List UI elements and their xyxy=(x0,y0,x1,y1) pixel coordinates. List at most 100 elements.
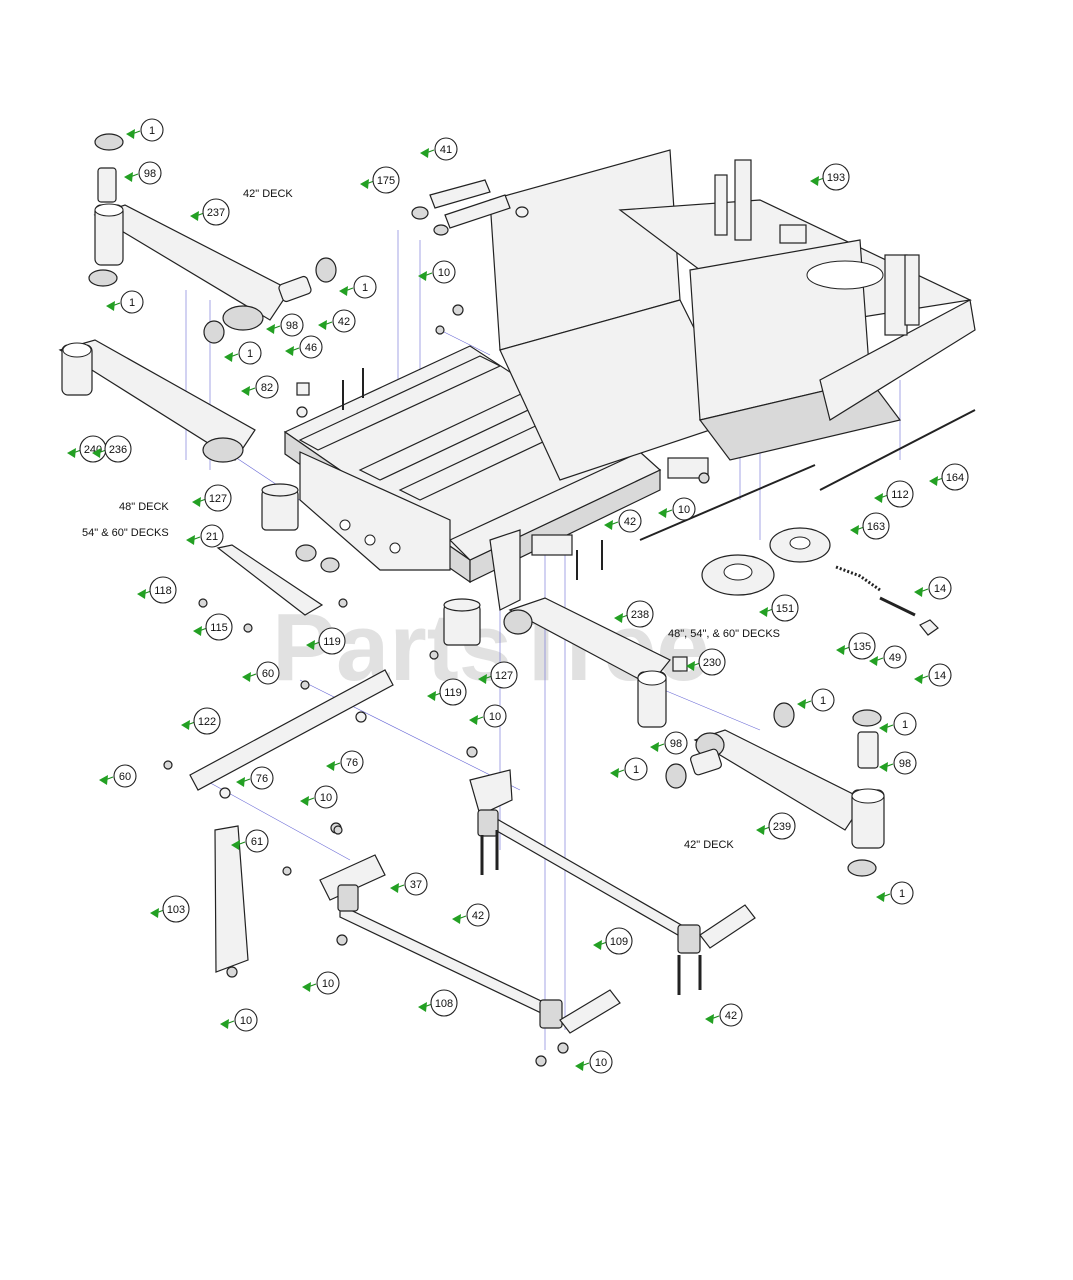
callout-circle xyxy=(318,627,346,655)
callout-arrow-icon xyxy=(67,448,76,458)
callout-number: 10 xyxy=(322,978,334,990)
callout-circle xyxy=(204,484,232,512)
callout-arrow-icon xyxy=(427,691,436,701)
callout-number: 175 xyxy=(377,175,395,187)
callout-42: 42 xyxy=(452,903,490,927)
callout-arrow-icon xyxy=(469,715,478,725)
callout-circle xyxy=(314,785,338,809)
callout-arrow-icon xyxy=(285,346,294,356)
callout-circle xyxy=(698,648,726,676)
callout-number: 1 xyxy=(820,695,826,707)
callout-number: 98 xyxy=(286,320,298,332)
callout-circle xyxy=(605,927,633,955)
callout-circle xyxy=(120,290,144,314)
callout-arrow-icon xyxy=(759,607,768,617)
callout-number: 1 xyxy=(902,719,908,731)
callout-number: 164 xyxy=(946,472,964,484)
callout-number: 10 xyxy=(489,711,501,723)
callout-193: 193 xyxy=(810,163,850,191)
callout-10: 10 xyxy=(220,1008,258,1032)
callout-arrow-icon xyxy=(339,286,348,296)
callout-circle xyxy=(811,688,835,712)
callout-circle xyxy=(439,678,467,706)
callout-number: 76 xyxy=(346,757,358,769)
callout-arrow-icon xyxy=(266,324,275,334)
callout-arrow-icon xyxy=(137,589,146,599)
callout-arrow-icon xyxy=(224,352,233,362)
callout-circle xyxy=(138,161,162,185)
callout-arrow-icon xyxy=(326,761,335,771)
callout-number: 1 xyxy=(129,297,135,309)
callout-circle xyxy=(768,812,796,840)
callout-circle xyxy=(890,881,914,905)
callout-1: 1 xyxy=(126,118,164,142)
callout-127: 127 xyxy=(192,484,232,512)
callout-number: 49 xyxy=(889,652,901,664)
callout-37: 37 xyxy=(390,872,428,896)
callout-arrow-icon xyxy=(318,320,327,330)
callout-number: 115 xyxy=(210,622,228,634)
callout-1: 1 xyxy=(879,712,917,736)
callout-circle xyxy=(372,166,400,194)
callout-circle xyxy=(862,512,890,540)
callout-arrow-icon xyxy=(242,672,251,682)
callout-number: 239 xyxy=(773,821,791,833)
callout-number: 10 xyxy=(595,1057,607,1069)
callout-163: 163 xyxy=(850,512,890,540)
deck-note: 48" DECK xyxy=(119,501,169,513)
callout-arrow-icon xyxy=(302,982,311,992)
callout-circle xyxy=(432,260,456,284)
callout-60: 60 xyxy=(99,764,137,788)
callout-1: 1 xyxy=(797,688,835,712)
callout-circle xyxy=(589,1050,613,1074)
callout-number: 1 xyxy=(899,888,905,900)
callout-76: 76 xyxy=(236,766,274,790)
callout-1: 1 xyxy=(610,757,648,781)
callout-135: 135 xyxy=(836,632,876,660)
callout-circle xyxy=(250,766,274,790)
callout-arrow-icon xyxy=(106,301,115,311)
callout-number: 237 xyxy=(207,207,225,219)
callout-arrow-icon xyxy=(306,640,315,650)
callout-number: 42 xyxy=(624,516,636,528)
callout-circle xyxy=(332,309,356,333)
callout-41: 41 xyxy=(420,137,458,161)
left-pivot-arms xyxy=(58,133,337,463)
callout-arrow-icon xyxy=(836,645,845,655)
callout-number: 127 xyxy=(495,670,513,682)
deck-note: 54" & 60" DECKS xyxy=(82,527,169,539)
callout-circle xyxy=(234,1008,258,1032)
bumpers xyxy=(216,483,481,646)
callout-arrow-icon xyxy=(686,661,695,671)
callout-number: 122 xyxy=(198,716,216,728)
callout-arrow-icon xyxy=(236,777,245,787)
callout-circle xyxy=(104,435,132,463)
callout-circle xyxy=(162,895,190,923)
callout-98: 98 xyxy=(124,161,162,185)
callout-60: 60 xyxy=(242,661,280,685)
callout-number: 193 xyxy=(827,172,845,184)
callout-arrow-icon xyxy=(756,825,765,835)
callout-arrow-icon xyxy=(300,796,309,806)
callout-230: 230 xyxy=(686,648,726,676)
callout-circle xyxy=(280,313,304,337)
callout-circle xyxy=(719,1003,743,1027)
callout-10: 10 xyxy=(302,971,340,995)
callout-number: 10 xyxy=(240,1015,252,1027)
callout-circle xyxy=(624,757,648,781)
callout-arrow-icon xyxy=(604,520,613,530)
callout-number: 60 xyxy=(262,668,274,680)
callout-number: 10 xyxy=(678,504,690,516)
callout-98: 98 xyxy=(266,313,304,337)
callout-number: 119 xyxy=(323,636,341,648)
callout-number: 119 xyxy=(444,687,462,699)
callout-1: 1 xyxy=(876,881,914,905)
callout-circle xyxy=(205,613,233,641)
callout-number: 1 xyxy=(247,348,253,360)
callout-112: 112 xyxy=(874,480,914,508)
callout-circle xyxy=(340,750,364,774)
callout-arrow-icon xyxy=(614,613,623,623)
